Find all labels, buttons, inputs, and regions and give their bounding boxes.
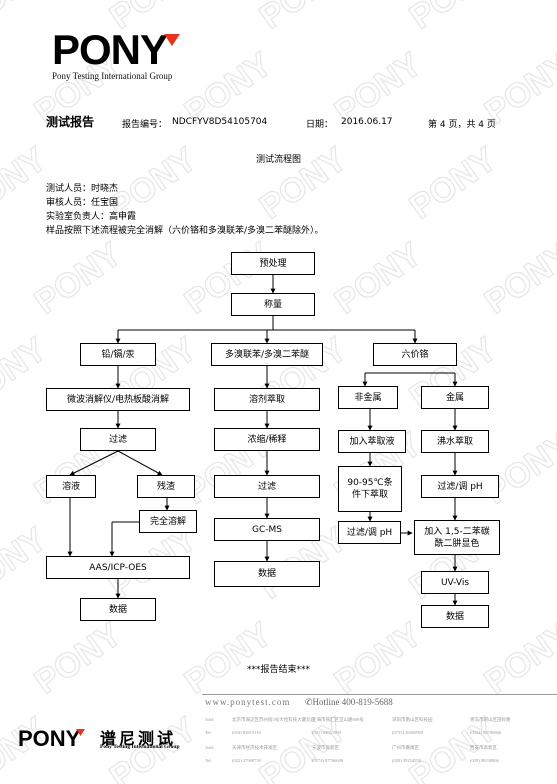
footer-address: 北京市海淀区苏州街3号大恒科技大厦北座 [232, 717, 316, 722]
box-metal: 金属 [421, 386, 489, 409]
reviewer: 审核人员：任宝国 [46, 198, 119, 208]
phone-icon: ✆ [305, 697, 313, 707]
footer-tel-label-1: Tel: [205, 730, 212, 735]
box-filter-pbb: 过滤 [214, 475, 320, 498]
footer-address: 上海市徐汇区宜山路889号 [312, 717, 364, 722]
footer-address: 宁波市高新区 [312, 745, 339, 750]
box-weighing: 称量 [231, 293, 315, 316]
footer-telephone: (0574) 87766699 [312, 758, 344, 763]
footer-address: 天津市经济技术开发区 [232, 745, 277, 750]
footer-brand-cn: 谱尼测试 [100, 729, 177, 748]
instruction: 样品按照下述流程被完全消解（六价铬和多溴联苯/多溴二苯醚除外）。 [46, 226, 324, 236]
footer-logo-red-accent [76, 729, 85, 736]
footer-address: 广州市番禺区 [392, 745, 419, 750]
footer-add-label-2: Add: [205, 745, 214, 750]
footer-telephone: (010) 82819116 [232, 730, 261, 735]
box-non-metal: 非金属 [338, 386, 398, 409]
pony-logo-word: PONY [52, 30, 168, 70]
box-residue: 残渣 [137, 475, 195, 498]
box-data-cr6: 数据 [421, 605, 489, 628]
box-add-reagent: 加入 1,5-二苯碳酰二肼显色 [414, 520, 500, 555]
report-title: 测试报告 [46, 115, 95, 129]
page-info: 第 4 页，共 4 页 [428, 120, 496, 130]
box-concentrate-dilute: 浓缩/稀释 [214, 428, 320, 451]
box-aas-icp: AAS/ICP-OES [46, 556, 190, 579]
box-data-pbb: 数据 [214, 561, 320, 587]
box-add-extractant: 加入萃取液 [338, 430, 406, 453]
footer-telephone: (022) 27968730 [232, 758, 261, 763]
box-uv-vis: UV-Vis [421, 571, 489, 594]
box-filter-ph-right: 过滤/调 pH [421, 475, 499, 498]
lab-head: 实验室负责人：高申霞 [46, 212, 137, 222]
box-boil-extract: 沸水萃取 [421, 430, 489, 453]
box-data-metals: 数据 [80, 598, 156, 621]
footer-hotline: ✆Hotline 400-819-5688 [305, 697, 393, 708]
box-gcms: GC-MS [214, 518, 320, 541]
footer-pony-logo: PONY [18, 728, 85, 750]
box-branch-pbb: 多溴联苯/多溴二苯醚 [211, 343, 323, 366]
box-filter-ph-left: 过滤/调 pH [338, 521, 401, 544]
footer-logo-word: PONY [18, 728, 81, 750]
box-branch-metals: 铅/镉/汞 [80, 343, 156, 366]
report-number: NDCFYV8D54105704 [172, 117, 268, 127]
box-filter-metals: 过滤 [80, 428, 156, 451]
footer-address: 西安市高新区 [470, 745, 497, 750]
footer-address: 深圳市南山区科技园 [392, 717, 433, 722]
box-pretreatment: 预处理 [231, 252, 315, 275]
footer-brand-en: Pony Testing International Group [100, 744, 180, 750]
box-branch-cr6: 六价铬 [373, 343, 457, 366]
footer-website: www.ponytest.com [205, 697, 291, 707]
report-number-label: 报告编号： [122, 120, 168, 130]
box-solution: 溶液 [46, 475, 96, 498]
flow-title: 测试流程图 [255, 155, 301, 165]
pony-logo: PONY [52, 30, 180, 70]
footer-telephone: (020) 39254558 [392, 758, 421, 763]
box-digestion: 微波消解仪/电热板酸消解 [46, 388, 190, 411]
box-complete-dissolution: 完全溶解 [139, 510, 197, 533]
tester: 测试人员：时晓杰 [46, 184, 119, 194]
footer-telephone: (0532) 88706866 [470, 730, 502, 735]
footer-telephone: (021) 64851999 [312, 730, 341, 735]
footer-telephone: (029) 88338866 [470, 758, 499, 763]
report-end-note: ***报告结束*** [246, 665, 310, 675]
footer-divider [202, 694, 557, 695]
logo-red-accent [164, 34, 180, 46]
footer-tel-label-2: Tel: [205, 758, 212, 763]
box-extract-condition: 90-95℃条件下萃取 [338, 466, 402, 512]
box-solvent-extraction: 溶剂萃取 [214, 388, 320, 411]
logo-subtitle: Pony Testing International Group [52, 71, 173, 81]
footer-add-label-1: Add: [205, 717, 214, 722]
report-date: 2016.06.17 [341, 117, 393, 127]
footer-address: 青岛市崂山区苗岭路 [470, 717, 511, 722]
date-label: 日期： [306, 120, 334, 130]
footer-telephone: (0755) 26050909 [392, 730, 424, 735]
footer-hotline-text: Hotline 400-819-5688 [312, 697, 393, 707]
